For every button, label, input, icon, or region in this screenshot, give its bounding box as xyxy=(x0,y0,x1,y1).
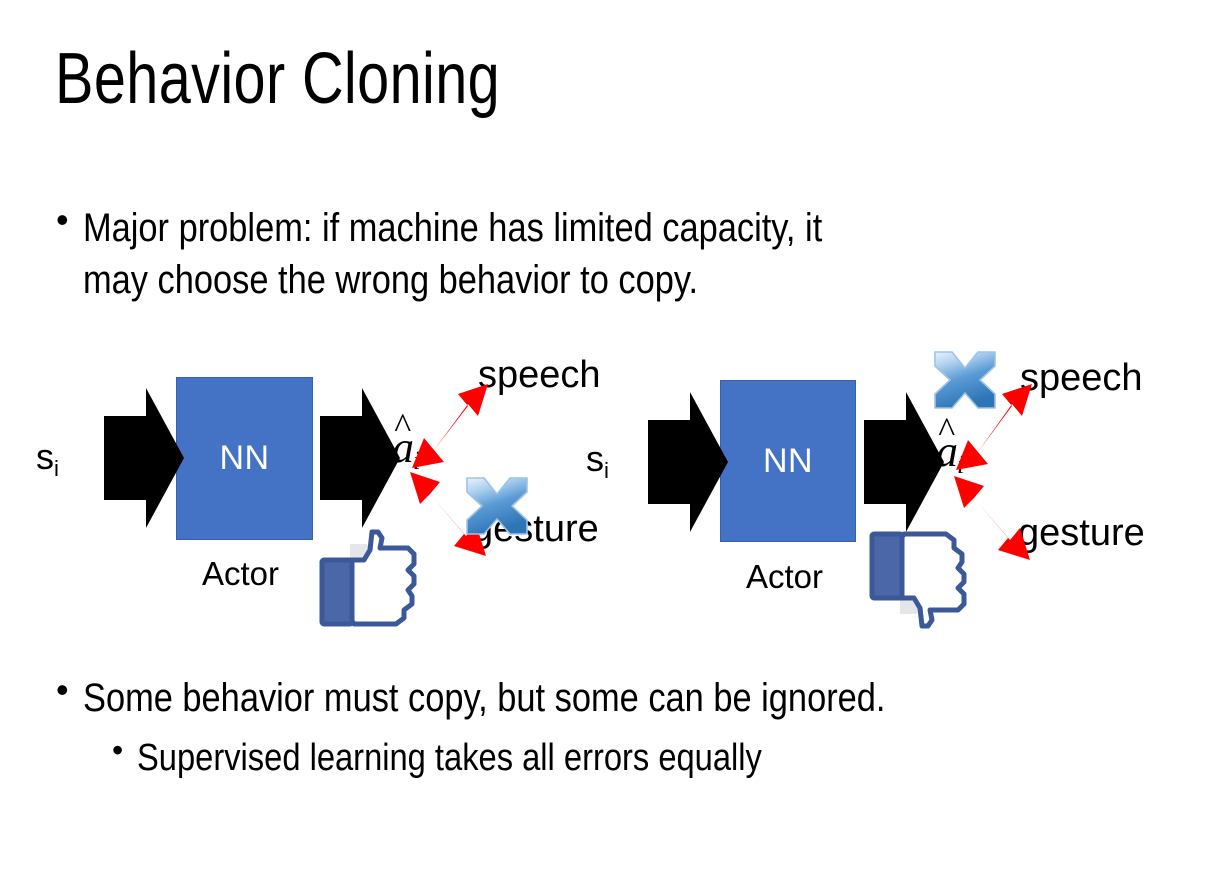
action-subscript: i xyxy=(412,445,421,476)
state-symbol: s xyxy=(36,436,54,477)
action-subscript: i xyxy=(956,449,965,480)
bullet-top: • Major problem: if machine has limited … xyxy=(56,202,1176,306)
state-symbol: s xyxy=(586,438,604,479)
input-arrow-right xyxy=(648,392,728,532)
action-label-right: ^ai xyxy=(936,410,965,480)
action-label-left: ^ai xyxy=(392,406,421,476)
nn-box-left: NN xyxy=(176,377,313,540)
nn-box-right: NN xyxy=(720,380,856,542)
thumbs-down-icon xyxy=(869,531,967,629)
nn-box-label: NN xyxy=(219,439,270,477)
actor-label-left: Actor xyxy=(202,555,280,592)
branch-label-gesture-right: gesture xyxy=(1018,512,1145,554)
page-title: Behavior Cloning xyxy=(55,39,501,119)
hat-accent: ^ xyxy=(394,405,412,446)
hat-accent: ^ xyxy=(938,409,956,450)
state-subscript: i xyxy=(54,455,59,481)
bullet-bottom-1: • Some behavior must copy, but some can … xyxy=(56,672,1186,724)
branch-arrow-speech-left xyxy=(412,384,488,468)
nn-box-label: NN xyxy=(762,441,814,480)
bullet-bottom-2: • Supervised learning takes all errors e… xyxy=(112,734,1182,783)
state-label-right: si xyxy=(586,438,609,483)
output-arrow-right xyxy=(864,392,944,532)
diagram-left: si NN Actor ^ai speech gesture xyxy=(20,340,620,640)
actor-label-right: Actor xyxy=(746,558,824,595)
bullet-marker: • xyxy=(56,669,69,710)
bullet-top-text: Major problem: if machine has limited ca… xyxy=(82,206,822,302)
thumbs-up-icon xyxy=(319,529,417,627)
state-subscript: i xyxy=(604,457,609,483)
bullet-bottom-2-text: Supervised learning takes all errors equ… xyxy=(137,737,763,779)
diagram-right: si NN Actor ^ai speech gesture xyxy=(570,340,1200,640)
bullet-bottom-1-text: Some behavior must copy, but some can be… xyxy=(82,676,886,720)
cross-icon-speech-right xyxy=(934,351,996,409)
branch-label-speech-left: speech xyxy=(478,354,601,396)
bullet-marker: • xyxy=(56,199,69,240)
bullet-marker: • xyxy=(112,732,124,768)
output-arrow-left xyxy=(320,388,400,528)
branch-label-speech-right: speech xyxy=(1020,357,1143,399)
state-label-left: si xyxy=(36,436,59,481)
input-arrow-left xyxy=(104,388,184,528)
